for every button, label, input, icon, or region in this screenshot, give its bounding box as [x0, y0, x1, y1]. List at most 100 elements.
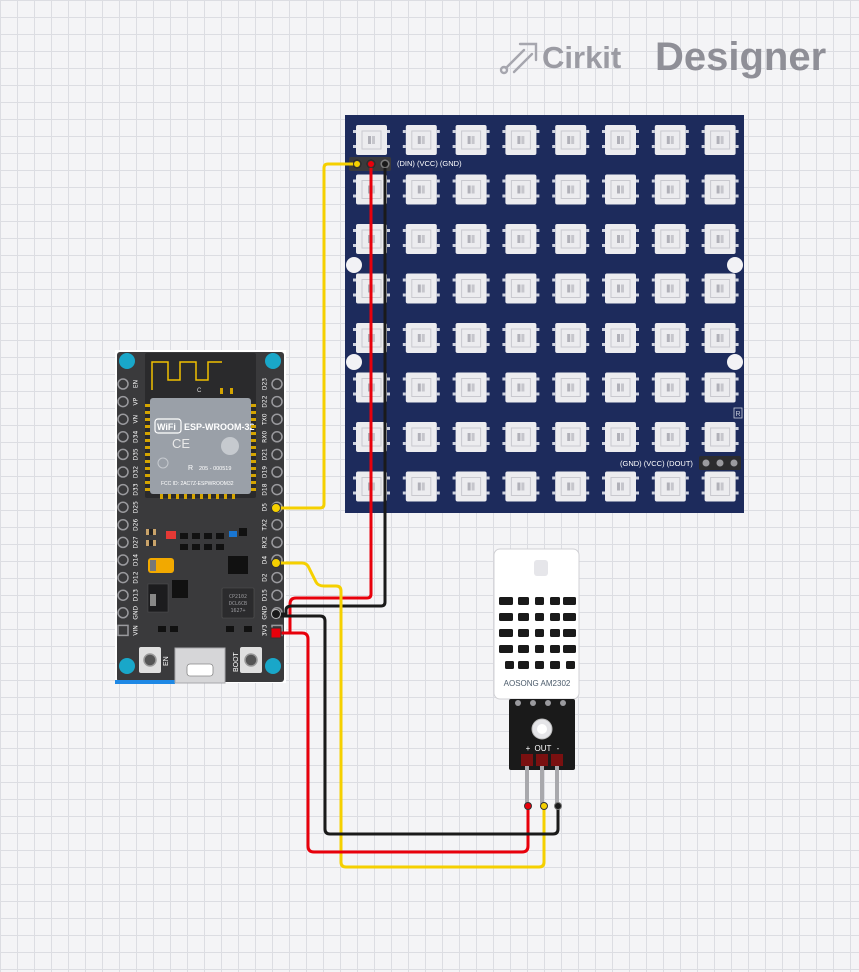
endpoint-din[interactable] [353, 160, 361, 168]
sensor-leg [555, 766, 559, 804]
led-pixel [651, 224, 689, 254]
led-pixel [502, 471, 540, 502]
endpoint-minus[interactable] [554, 802, 562, 810]
pin-label: D15 [262, 589, 269, 601]
esp32-board[interactable]: C WiFi ESP-WROOM-32 CE R 205 - 000519 FC… [115, 350, 286, 684]
pin-label: GND [262, 606, 269, 620]
dht22-sensor[interactable]: AOSONG AM2302 + OUT - [493, 548, 580, 804]
pin-d21[interactable] [271, 448, 283, 461]
corner-hole [265, 353, 281, 369]
led-pixel [701, 224, 739, 254]
mount-hole [727, 257, 743, 273]
output-header-label: (GND) (VCC) (DOUT) [620, 459, 693, 468]
pin-vn[interactable] [117, 413, 129, 425]
pin-d2[interactable] [271, 571, 283, 584]
sensor-header-minus [551, 754, 563, 766]
sensor-pin-plus: + [526, 744, 531, 753]
endpoint-3v3[interactable] [270, 627, 282, 639]
pin-rx0[interactable] [271, 431, 283, 443]
pin-en[interactable] [117, 378, 129, 390]
boot-button[interactable] [244, 653, 258, 667]
wire-3v3-vcc[interactable] [274, 162, 373, 635]
endpoint-d4[interactable] [271, 558, 281, 568]
pin-d22[interactable] [271, 395, 283, 408]
endpoint-esp-gnd[interactable] [271, 609, 281, 619]
grille-slot [535, 629, 544, 637]
pin-label: GND [133, 606, 140, 620]
led-matrix[interactable]: (DIN) (VCC) (GND) (GND) (VCC) (DOUT) R [345, 115, 744, 513]
pin-tx2[interactable] [271, 519, 283, 531]
led-pixel [651, 471, 689, 502]
led-pixel [502, 125, 540, 155]
en-button[interactable] [143, 653, 157, 667]
pin-gnd[interactable] [117, 607, 129, 619]
led-pixel [651, 125, 689, 155]
led-pixel [452, 422, 490, 452]
pin-d32[interactable] [117, 466, 129, 478]
grille-slot [535, 645, 544, 653]
pin-d13[interactable] [117, 589, 129, 601]
grille-slot [550, 613, 560, 621]
antenna-mark: C [197, 388, 202, 394]
pin-d14[interactable] [117, 554, 129, 566]
grille-slot [499, 645, 513, 653]
pin-dout[interactable] [730, 459, 738, 467]
endpoint-plus[interactable] [524, 802, 532, 810]
endpoint-d5[interactable] [271, 503, 281, 513]
pin-d12[interactable] [117, 571, 129, 584]
led-pixel [552, 174, 590, 205]
wire-d5-din[interactable] [274, 162, 359, 510]
pin-label: D14 [133, 554, 140, 566]
wire-3v3-plus[interactable] [274, 631, 530, 854]
boot-button-label: BOOT [233, 651, 240, 672]
module-fcc: FCC ID: 2AC7Z-ESPWROOM32 [161, 481, 234, 487]
wire-gnd-gnd[interactable] [274, 162, 387, 616]
pin-d34[interactable] [117, 431, 129, 443]
led-pixel [552, 323, 590, 353]
pin-vp[interactable] [117, 395, 129, 408]
grille-slot [499, 613, 513, 621]
pin-d33[interactable] [117, 483, 129, 496]
pin-d18[interactable] [271, 483, 283, 496]
pin-tx0[interactable] [271, 413, 283, 425]
pin-label: D32 [133, 466, 140, 478]
wire-gnd-minus[interactable] [274, 614, 560, 836]
pin-label: D21 [262, 448, 269, 460]
pin-gnd-out[interactable] [702, 459, 710, 467]
pin-d15[interactable] [271, 589, 283, 601]
module-pad [176, 494, 179, 499]
wire-d4-out[interactable] [274, 561, 546, 869]
module-pad [251, 411, 256, 414]
module-pad [251, 453, 256, 456]
module-pad [251, 418, 256, 421]
pin-vcc-out[interactable] [716, 459, 724, 467]
pin-vin[interactable] [117, 624, 129, 637]
pin-d23[interactable] [271, 378, 283, 390]
pin-label: D13 [133, 589, 140, 601]
pin-rx2[interactable] [271, 536, 283, 549]
pin-d26[interactable] [117, 519, 129, 531]
endpoint-gnd[interactable] [381, 160, 389, 168]
grille-slot [550, 629, 560, 637]
sensor-pad [515, 700, 521, 706]
module-pad [145, 467, 150, 470]
led-pixel [552, 372, 590, 403]
pin-label: D33 [133, 483, 140, 495]
module-r-mark: R [188, 465, 193, 472]
grille-slot [499, 629, 513, 637]
pin-d27[interactable] [117, 536, 129, 549]
pin-label: D12 [133, 571, 140, 583]
pin-label: D19 [262, 466, 269, 478]
chip-text-line: DCL6CB [229, 601, 247, 607]
endpoint-vcc[interactable] [367, 160, 375, 168]
chip-text-line: 1627+ [230, 608, 245, 614]
led-pixel [602, 471, 639, 502]
antenna-trace [151, 361, 222, 390]
pin-d19[interactable] [271, 466, 283, 478]
pin-d35[interactable] [117, 448, 129, 461]
endpoint-out[interactable] [540, 802, 548, 810]
led-pixel [402, 471, 440, 502]
led-pixel [402, 224, 440, 254]
led-pixel [502, 323, 540, 353]
pin-d25[interactable] [117, 501, 129, 513]
